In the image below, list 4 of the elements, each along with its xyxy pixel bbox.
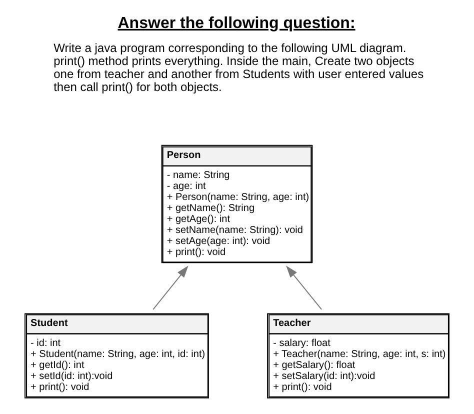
diagram-title: Answer the following question: bbox=[118, 14, 356, 32]
arrow bbox=[152, 266, 188, 310]
label: Write a java program corresponding to the following UML diagram. print() method prints everything. Inside the main, Create two objects one from teacher and another from Students with user entered values then call print() for both objects. bbox=[54, 40, 424, 94]
arrow bbox=[286, 266, 322, 310]
